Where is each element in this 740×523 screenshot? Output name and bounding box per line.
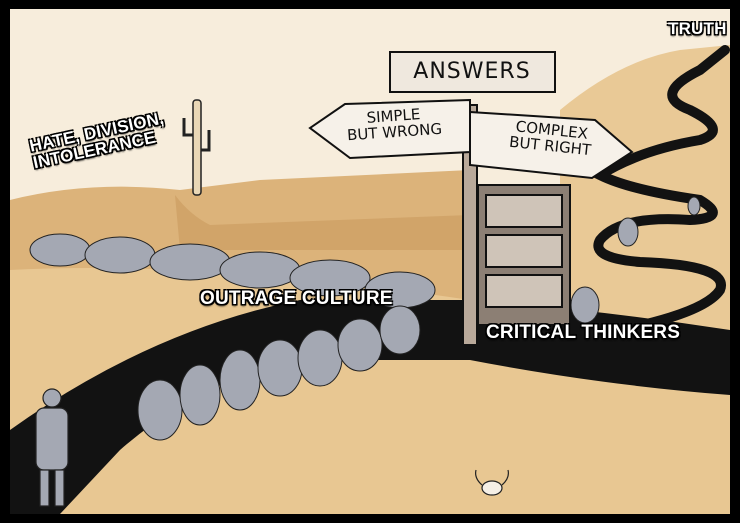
main-road bbox=[10, 300, 730, 514]
truth-caption: TRUTH bbox=[668, 19, 727, 38]
right-arrow-sign bbox=[469, 110, 634, 180]
signpost bbox=[308, 51, 634, 346]
winding-road bbox=[555, 45, 730, 345]
answers-sign-label: ANSWERS bbox=[413, 59, 531, 84]
cactus bbox=[182, 99, 211, 196]
thinker-figures bbox=[570, 196, 701, 324]
crowd bbox=[29, 233, 436, 441]
answers-sign bbox=[389, 51, 556, 93]
critical-thinkers-caption: CRITICAL THINKERS bbox=[486, 322, 681, 343]
bookshelf bbox=[477, 184, 571, 326]
lone-figure bbox=[35, 388, 69, 507]
outrage-caption: OUTRAGE CULTURE bbox=[200, 288, 393, 309]
cow-skull bbox=[475, 469, 509, 496]
cliff-face bbox=[175, 195, 470, 250]
